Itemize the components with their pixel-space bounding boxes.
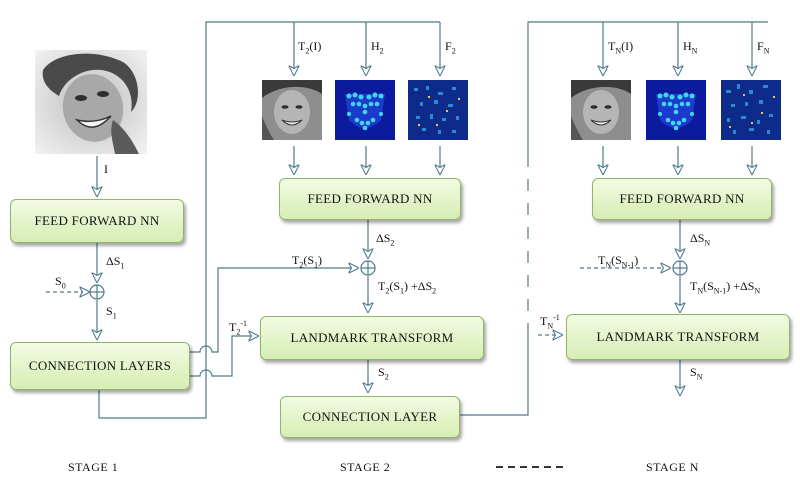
sn-label: SN [690, 365, 703, 382]
h2-input-label: H2 [371, 39, 384, 56]
wire-t2s1-to-sum2 [189, 268, 358, 353]
ffnn2-label: FEED FORWARD NN [307, 191, 433, 206]
transformed-face-image-stage2 [262, 80, 322, 140]
feed-forward-nn-stage2[interactable]: FEED FORWARD NN [279, 178, 461, 220]
landmark-heatmap-stageN [646, 80, 706, 140]
conn1-label: CONNECTION LAYERS [28, 358, 172, 373]
sum-output-label-stageN: TN(SN-1) +ΔSN [690, 279, 761, 296]
ffnn1-label: FEED FORWARD NN [34, 213, 160, 228]
t2-inverse-label: T2-1 [229, 319, 248, 337]
stage-1-label: STAGE 1 [68, 460, 119, 474]
tn-inverse-label: TN-1 [540, 313, 560, 331]
landmarkN-label: LANDMARK TRANSFORM [596, 329, 760, 344]
delta-s2-label: ΔS2 [376, 231, 395, 248]
t2-input-label: T2(I) [298, 39, 322, 56]
fn-input-label: FN [757, 39, 770, 56]
input-label: I [104, 162, 108, 176]
tn-sn1-label: TN(SN-1) [598, 253, 639, 270]
landmark-transform-stageN[interactable]: LANDMARK TRANSFORM [566, 314, 790, 360]
delta-s1-label: ΔS1 [106, 254, 125, 271]
wire-conn1-to-stage2-inputs [98, 21, 440, 419]
wire-inverse-to-landmark2 [189, 336, 258, 377]
t2-s1-label: T2(S1) [292, 253, 323, 270]
face-input-image [35, 50, 147, 154]
landmark-transform-stage2[interactable]: LANDMARK TRANSFORM [260, 316, 484, 360]
delta-sn-label: ΔSN [690, 231, 711, 248]
landmark-heatmap-stage2 [335, 80, 395, 140]
connection-layers-stage1[interactable]: CONNECTION LAYERS [10, 342, 190, 390]
s2-label: S2 [378, 365, 389, 382]
s0-label: S0 [55, 274, 66, 291]
landmark2-label: LANDMARK TRANSFORM [290, 330, 454, 345]
s1-label: S1 [106, 304, 117, 321]
stage-2-label: STAGE 2 [340, 460, 391, 474]
feed-forward-nn-stage1[interactable]: FEED FORWARD NN [10, 199, 184, 243]
feed-forward-nn-stageN[interactable]: FEED FORWARD NN [592, 178, 772, 220]
feature-map-stage2 [408, 80, 468, 140]
transformed-face-image-stageN [571, 80, 631, 140]
tn-input-label: TN(I) [608, 39, 634, 56]
feature-map-stageN [721, 80, 781, 140]
stage-n-label: STAGE N [646, 460, 699, 474]
connection-layer-stage2[interactable]: CONNECTION LAYER [280, 396, 460, 438]
hn-input-label: HN [683, 39, 698, 56]
ffnnN-label: FEED FORWARD NN [619, 191, 745, 206]
f2-input-label: F2 [445, 39, 456, 56]
conn2-label: CONNECTION LAYER [302, 409, 438, 424]
sum-output-label-stage2: T2(S1) +ΔS2 [378, 279, 437, 296]
